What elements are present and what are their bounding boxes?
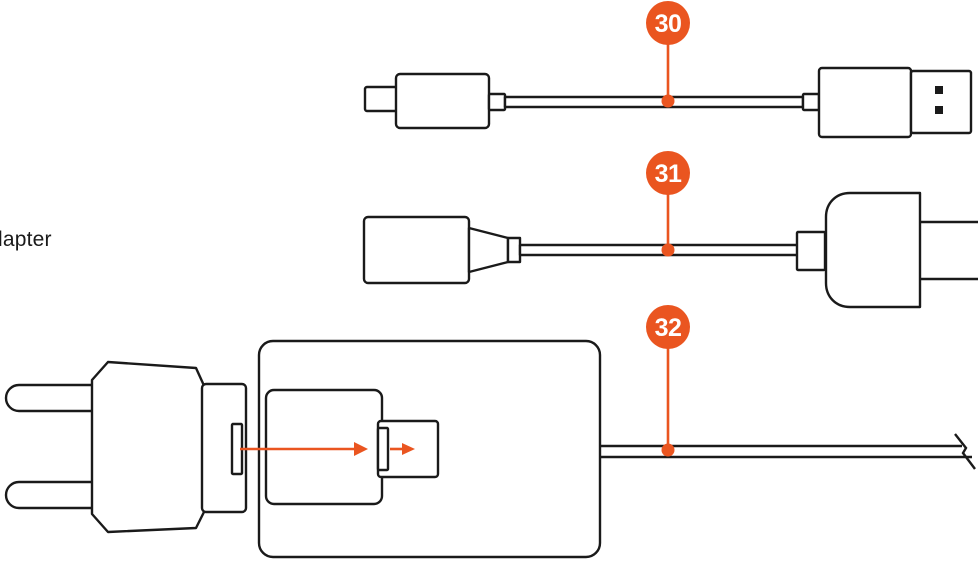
cable-break-mark [954,433,976,470]
usb-a-hole-bottom [935,106,943,114]
cable-wire [503,95,805,109]
usb-a-connector-body [817,66,913,139]
plug-strain-relief [795,230,827,272]
usb-female-connector [362,215,471,285]
strain-relief-right [801,92,821,112]
callout-number-30: 30 [655,10,682,38]
side-label: lapter [0,228,52,251]
boot-collar [506,236,522,264]
callout-badge-31 [646,151,690,195]
callout-31: 31 [646,151,690,257]
strain-relief-left [487,92,507,112]
adapter-body [264,388,384,506]
cable-usb-c-to-usb-a [363,66,973,139]
usb-a-hole-top [935,86,943,94]
outlet-arrow-head [402,443,415,455]
cable-wall-charger [4,339,976,559]
cable-usb-female-to-plug [362,191,978,309]
callout-number-32: 32 [655,314,682,342]
usb-a-metal-shell [909,69,973,135]
insert-arrow-head [354,442,368,456]
tapered-boot [467,226,510,274]
callout-32: 32 [646,305,690,457]
cable-wire [518,243,801,257]
plug-body [824,191,922,309]
callout-dot-32 [661,443,675,457]
callout-dot-30 [661,94,675,108]
callout-dot-31 [661,243,675,257]
callout-badge-32 [646,305,690,349]
usb-c-tip [363,85,400,113]
eu-plug-body [90,360,208,534]
usb-c-connector-body [394,72,491,130]
callout-number-31: 31 [655,160,682,188]
adapter-outlet-edge [376,426,390,472]
callout-30: 30 [646,1,690,108]
callout-badge-30 [646,1,690,45]
